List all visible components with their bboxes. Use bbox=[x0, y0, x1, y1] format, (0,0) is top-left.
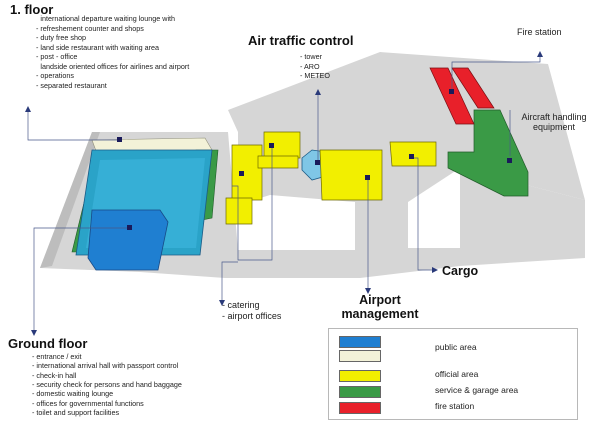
legend: public area official area service & gara… bbox=[328, 328, 578, 420]
leader-lines bbox=[27, 57, 541, 356]
first-floor-item: duty free shop bbox=[36, 33, 190, 43]
catering-item: airport offices bbox=[222, 311, 282, 322]
legend-label-fire: fire station bbox=[435, 401, 475, 411]
terminal-front bbox=[87, 209, 169, 271]
ground-floor-item: offices for governmental functions bbox=[32, 399, 182, 408]
legend-swatch-fire bbox=[339, 402, 381, 414]
legend-label-official: official area bbox=[435, 369, 479, 379]
legend-row-fire: fire station bbox=[339, 401, 569, 415]
airport-management-label: Airport management bbox=[341, 293, 419, 322]
ground-floor-item: international arrival hall with passport… bbox=[32, 361, 182, 370]
air-traffic-control-title: Air traffic control bbox=[248, 33, 354, 48]
aircraft-handling-block bbox=[447, 109, 529, 197]
first-floor-item: international departure waiting lounge w… bbox=[36, 14, 190, 33]
air-traffic-control-list: tower ARO METEO bbox=[300, 52, 330, 81]
aircraft-handling-label: Aircraft handling equipment bbox=[521, 112, 587, 133]
fire-station-block-a bbox=[429, 67, 475, 125]
catering-item: catering bbox=[222, 300, 281, 311]
airport-management-block bbox=[319, 149, 383, 201]
ground-floor-item: entrance / exit bbox=[32, 352, 182, 361]
atc-item: ARO bbox=[300, 62, 330, 72]
fire-station-label: Fire station bbox=[517, 27, 562, 37]
official-block-d bbox=[257, 155, 299, 169]
atc-item: METEO bbox=[300, 71, 330, 81]
official-block-b bbox=[225, 197, 253, 225]
legend-swatch-public bbox=[339, 336, 381, 348]
legend-row-public-light: public area bbox=[339, 342, 569, 363]
cargo-label: Cargo bbox=[442, 264, 479, 278]
area-markers bbox=[117, 89, 512, 230]
ground-shadow bbox=[40, 132, 100, 268]
ground-floor-title: Ground floor bbox=[8, 336, 88, 351]
ground-floor-item: check-in hall bbox=[32, 371, 182, 380]
first-floor-item: landside oriented offices for airlines a… bbox=[36, 62, 190, 81]
ground-floor-item: domestic waiting lounge bbox=[32, 389, 182, 398]
catering-list: catering airport offices bbox=[222, 300, 282, 323]
fire-station-block-b bbox=[451, 67, 495, 109]
legend-row-official: official area bbox=[339, 369, 569, 383]
atc-item: tower bbox=[300, 52, 330, 62]
official-block-c bbox=[263, 131, 301, 159]
legend-label-public: public area bbox=[435, 342, 477, 352]
legend-swatch-official bbox=[339, 370, 381, 382]
first-floor-item: post - office bbox=[36, 52, 190, 62]
legend-swatch-service bbox=[339, 386, 381, 398]
legend-swatch-public-light bbox=[339, 350, 381, 362]
first-floor-item: separated restaurant bbox=[36, 81, 190, 91]
ground-floor-list: entrance / exit international arrival ha… bbox=[32, 352, 182, 418]
official-block-a bbox=[231, 144, 263, 201]
legend-row-service: service & garage area bbox=[339, 385, 569, 399]
legend-row-public bbox=[339, 335, 569, 349]
first-floor-list: international departure waiting lounge w… bbox=[36, 14, 190, 90]
legend-label-service: service & garage area bbox=[435, 385, 519, 395]
ground-floor-item: toilet and support facilities bbox=[32, 408, 182, 417]
ground-floor-item: security check for persons and hand bagg… bbox=[32, 380, 181, 389]
first-floor-item: land side restaurant with waiting area bbox=[36, 43, 190, 53]
